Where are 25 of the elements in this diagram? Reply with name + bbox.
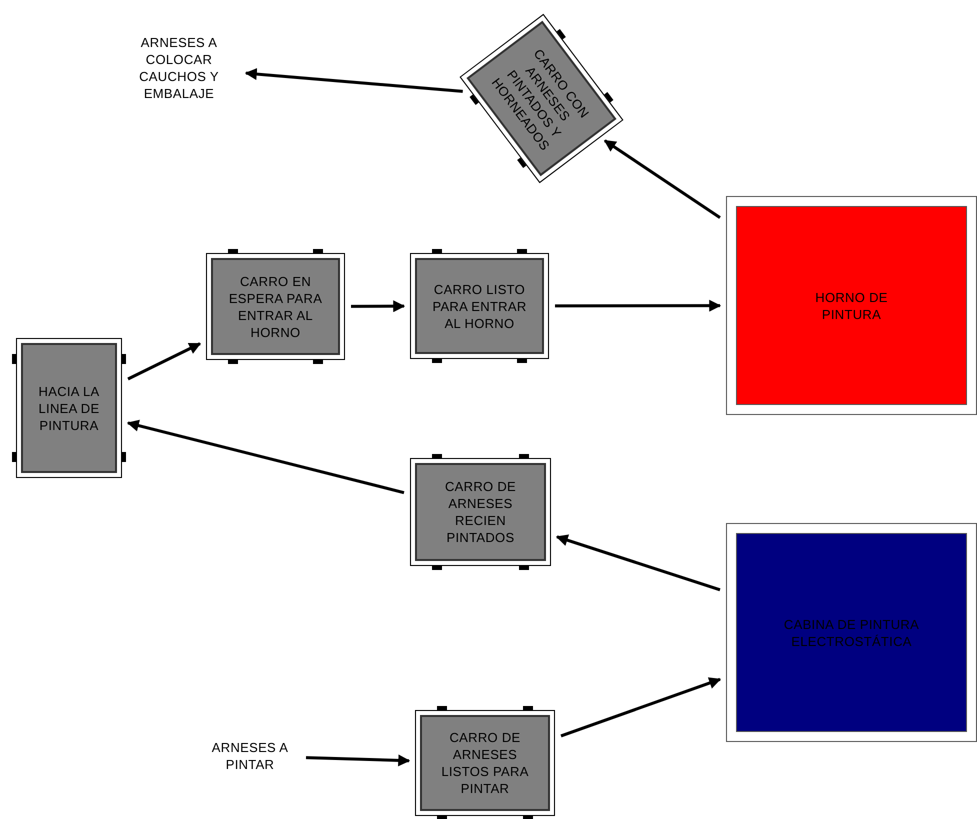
flow-label: ARNESES A PINTAR	[210, 739, 290, 773]
flow-arrow	[351, 300, 406, 312]
cart-box	[410, 253, 549, 359]
cart-label: HACIA LA LINEA DE PINTURA	[38, 382, 100, 434]
flow-arrow	[244, 68, 463, 93]
flow-arrow	[127, 342, 202, 380]
flow-arrow	[556, 534, 720, 592]
cart-box	[16, 338, 122, 478]
cart-box	[415, 710, 555, 816]
flow-label: ARNESES A COLOCAR CAUCHOS Y EMBALAJE	[138, 34, 220, 102]
cart-label: CARRO EN ESPERA PARA ENTRAR AL HORNO	[228, 272, 324, 340]
station-box	[726, 523, 977, 742]
cart-box	[206, 253, 345, 360]
station-label: HORNO DE PINTURA	[814, 288, 889, 322]
cart-label: CARRO DE ARNESES LISTOS PARA PINTAR	[440, 729, 530, 797]
flow-arrow	[560, 677, 722, 738]
cart-box	[410, 458, 551, 566]
flow-arrow	[306, 754, 410, 766]
cart-label: CARRO DE ARNESES RECIEN PINTADOS	[444, 478, 518, 546]
station-label: CABINA DE PINTURA ELECTROSTÁTICA	[782, 616, 920, 650]
station-box	[726, 196, 977, 415]
flow-arrow	[555, 300, 722, 312]
cart-label: CARRO LISTO PARA ENTRAR AL HORNO	[431, 280, 528, 332]
flow-arrow	[604, 139, 721, 219]
flow-arrow	[126, 420, 404, 494]
